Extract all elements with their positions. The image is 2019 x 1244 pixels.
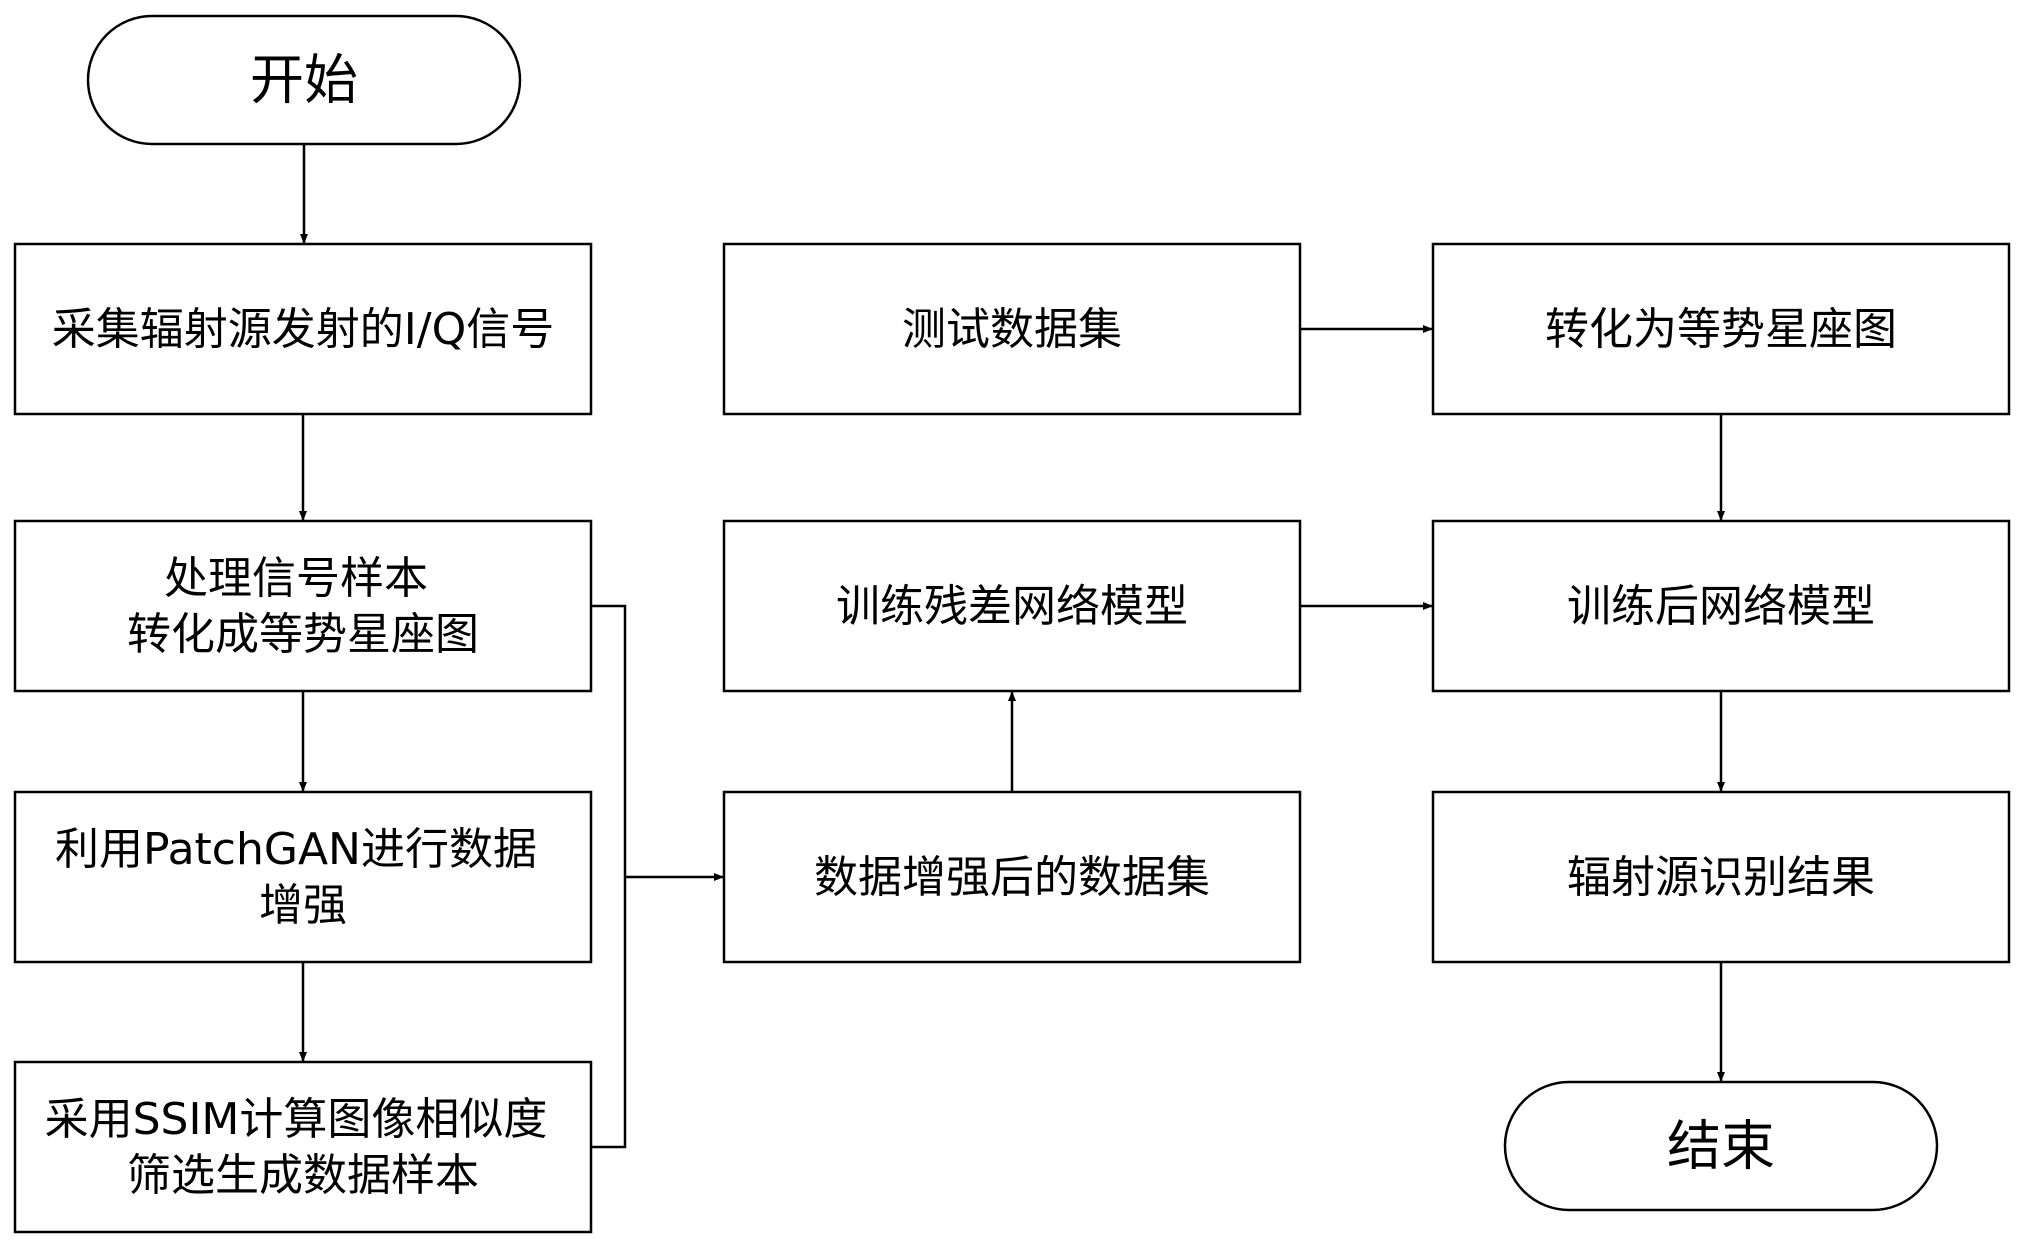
convert-constellation-box: 转化为等势星座图 <box>1431 242 2011 416</box>
collect-iq-signal-text: 采集辐射源发射的I/Q信号 <box>52 304 554 355</box>
process-samples-shape <box>13 519 593 693</box>
test-dataset-shape <box>722 242 1302 416</box>
test-dataset-line-1: 测试数据集 <box>902 304 1122 355</box>
bracket-process-filter-merge <box>591 604 627 1149</box>
convert-constellation-text: 转化为等势星座图 <box>1545 304 1897 355</box>
start-label: 开始 <box>250 49 358 112</box>
identification-result-text: 辐射源识别结果 <box>1567 852 1875 903</box>
end-label: 结束 <box>1667 1115 1775 1178</box>
patchgan-augmentation-line-1: 利用PatchGAN进行数据 <box>55 824 537 875</box>
ssim-filter-text: 采用SSIM计算图像相似度 筛选生成数据样本 <box>45 1094 562 1201</box>
start-terminator: 开始 <box>86 14 522 146</box>
process-samples-text: 处理信号样本 转化成等势星座图 <box>127 553 479 660</box>
test-dataset-text: 测试数据集 <box>902 304 1122 355</box>
end-terminator: 结束 <box>1503 1080 1939 1212</box>
convert-constellation-shape <box>1431 242 2011 416</box>
train-resnet-text: 训练残差网络模型 <box>836 581 1188 632</box>
process-samples-box: 处理信号样本 转化成等势星座图 <box>13 519 593 693</box>
ssim-filter-line-1: 采用SSIM计算图像相似度 <box>45 1094 548 1145</box>
identification-result-box: 辐射源识别结果 <box>1431 790 2011 964</box>
ssim-filter-shape <box>13 1060 593 1234</box>
identification-result-line-1: 辐射源识别结果 <box>1567 852 1875 903</box>
train-resnet-line-1: 训练残差网络模型 <box>836 581 1188 632</box>
collect-iq-signal-line-1: 采集辐射源发射的I/Q信号 <box>52 304 554 355</box>
augmented-dataset-text: 数据增强后的数据集 <box>814 852 1210 903</box>
patchgan-augmentation-shape <box>13 790 593 964</box>
process-samples-line-1: 处理信号样本 <box>164 553 428 604</box>
train-resnet-box: 训练残差网络模型 <box>722 519 1302 693</box>
augmented-dataset-line-1: 数据增强后的数据集 <box>814 852 1210 903</box>
trained-model-shape <box>1431 519 2011 693</box>
patchgan-augmentation-box: 利用PatchGAN进行数据 增强 <box>13 790 593 964</box>
trained-model-line-1: 训练后网络模型 <box>1567 581 1875 632</box>
patchgan-augmentation-line-2: 增强 <box>259 880 347 931</box>
augmented-dataset-shape <box>722 790 1302 964</box>
ssim-filter-box: 采用SSIM计算图像相似度 筛选生成数据样本 <box>13 1060 593 1234</box>
collect-iq-signal-box: 采集辐射源发射的I/Q信号 <box>13 242 593 416</box>
process-samples-line-2: 转化成等势星座图 <box>127 609 479 660</box>
test-dataset-box: 测试数据集 <box>722 242 1302 416</box>
convert-constellation-line-1: 转化为等势星座图 <box>1545 304 1897 355</box>
ssim-filter-line-2: 筛选生成数据样本 <box>127 1150 479 1201</box>
identification-result-shape <box>1431 790 2011 964</box>
augmented-dataset-box: 数据增强后的数据集 <box>722 790 1302 964</box>
patchgan-augmentation-text: 利用PatchGAN进行数据 增强 <box>55 824 551 931</box>
trained-model-box: 训练后网络模型 <box>1431 519 2011 693</box>
train-resnet-shape <box>722 519 1302 693</box>
trained-model-text: 训练后网络模型 <box>1567 581 1875 632</box>
